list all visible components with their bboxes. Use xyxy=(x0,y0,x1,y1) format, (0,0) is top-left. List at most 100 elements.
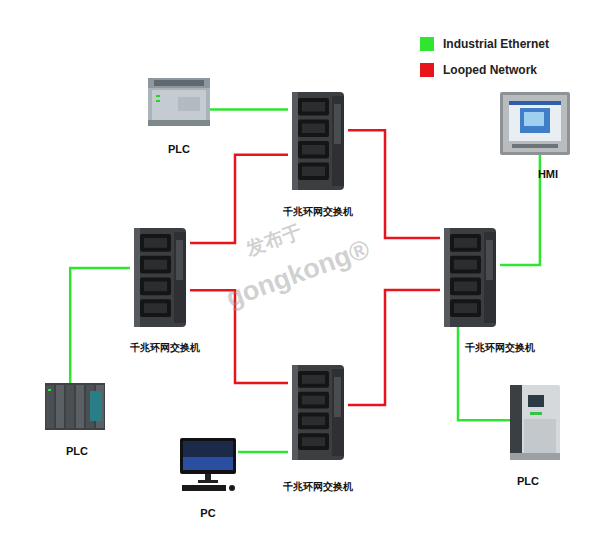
switch-label: 千兆环网交换机 xyxy=(283,481,353,494)
device-illustration xyxy=(178,438,238,492)
legend-entry: Looped Network xyxy=(420,63,537,77)
icon-part xyxy=(302,417,325,426)
watermark: 发布于 xyxy=(243,219,305,263)
node-caption: PC xyxy=(200,507,215,519)
icon-part xyxy=(503,95,567,152)
node-caption: 千兆环网交换机 xyxy=(283,206,353,219)
icon-part xyxy=(140,256,171,274)
switch-node: 千兆环网交换机 xyxy=(288,92,348,190)
icon-part xyxy=(183,441,233,470)
legend-swatch xyxy=(420,37,434,51)
icon-part xyxy=(45,383,105,430)
icon-part xyxy=(46,385,54,428)
legend-entry: Industrial Ethernet xyxy=(420,37,549,51)
icon-part xyxy=(134,228,140,327)
node-caption: PLC xyxy=(168,143,190,155)
icon-part xyxy=(90,391,102,421)
device-illustration xyxy=(500,92,570,155)
icon-part xyxy=(76,385,84,428)
icon-part xyxy=(292,92,344,190)
icon-part xyxy=(156,100,160,102)
icon-part xyxy=(334,104,341,144)
switch-illustration xyxy=(130,228,190,327)
icon-part xyxy=(48,389,51,391)
ethernet-link xyxy=(238,451,288,454)
icon-part xyxy=(144,303,167,313)
ring-link xyxy=(348,290,440,405)
node-caption: 千兆环网交换机 xyxy=(465,342,535,355)
node-caption: 千兆环网交换机 xyxy=(130,342,200,355)
device-illustration xyxy=(45,383,105,430)
device-label: PLC xyxy=(517,475,539,487)
icon-part xyxy=(450,234,481,252)
switch-label: 千兆环网交换机 xyxy=(283,206,353,219)
icon-part xyxy=(174,232,186,323)
icon-part xyxy=(198,480,218,483)
device-node: PC xyxy=(178,438,238,492)
icon-part xyxy=(512,144,558,148)
switch-illustration xyxy=(288,92,348,190)
icon-part xyxy=(183,457,233,470)
icon-part xyxy=(450,278,481,296)
icon-part xyxy=(152,90,206,120)
switch-illustration xyxy=(440,228,500,327)
icon-part xyxy=(298,413,329,430)
node-caption: 千兆环网交换机 xyxy=(283,481,353,494)
icon-part xyxy=(444,228,496,327)
icon-part xyxy=(524,419,556,453)
icon-part xyxy=(229,485,235,491)
device-node: PLC xyxy=(148,75,210,128)
switch-label: 千兆环网交换机 xyxy=(130,342,200,355)
icon-part xyxy=(302,396,325,405)
icon-part xyxy=(524,112,544,126)
device-node: PLC xyxy=(510,385,560,460)
icon-part xyxy=(509,101,561,141)
icon-part xyxy=(454,303,477,313)
ethernet-link xyxy=(70,268,130,383)
icon-part xyxy=(454,238,477,248)
switch-node: 千兆环网交换机 xyxy=(440,228,500,327)
watermark: gongkong® xyxy=(222,234,374,315)
icon-part xyxy=(510,453,560,460)
icon-part xyxy=(510,385,522,460)
icon-part xyxy=(144,260,167,270)
icon-part xyxy=(134,228,186,327)
icon-part xyxy=(484,232,496,323)
switch-node: 千兆环网交换机 xyxy=(130,228,190,327)
icon-part xyxy=(444,228,450,327)
icon-part xyxy=(334,377,341,417)
icon-part xyxy=(66,385,74,428)
icon-part xyxy=(332,369,344,456)
icon-part xyxy=(144,282,167,292)
icon-part xyxy=(510,385,560,460)
node-caption: PLC xyxy=(66,445,88,457)
icon-part xyxy=(298,120,329,138)
icon-part xyxy=(454,282,477,292)
icon-part xyxy=(298,141,329,159)
device-label: HMI xyxy=(538,168,558,180)
icon-part xyxy=(144,238,167,248)
icon-part xyxy=(154,80,204,86)
icon-part xyxy=(454,260,477,270)
icon-part xyxy=(530,412,542,415)
device-illustration xyxy=(148,75,210,128)
icon-part xyxy=(500,92,570,155)
icon-part xyxy=(298,392,329,409)
icon-part xyxy=(56,385,64,428)
node-caption: HMI xyxy=(538,168,558,180)
icon-part xyxy=(298,433,329,450)
icon-part xyxy=(528,395,544,407)
icon-part xyxy=(180,438,236,474)
icon-part xyxy=(292,365,298,460)
ethernet-link xyxy=(210,108,288,111)
icon-part xyxy=(140,234,171,252)
device-node: HMI xyxy=(500,92,570,155)
icon-part xyxy=(520,108,550,133)
device-label: PLC xyxy=(168,143,190,155)
icon-part xyxy=(148,120,210,126)
icon-part xyxy=(302,375,325,384)
icon-part xyxy=(148,78,210,126)
ring-link xyxy=(348,130,440,238)
icon-part xyxy=(182,485,226,491)
icon-part xyxy=(450,256,481,274)
